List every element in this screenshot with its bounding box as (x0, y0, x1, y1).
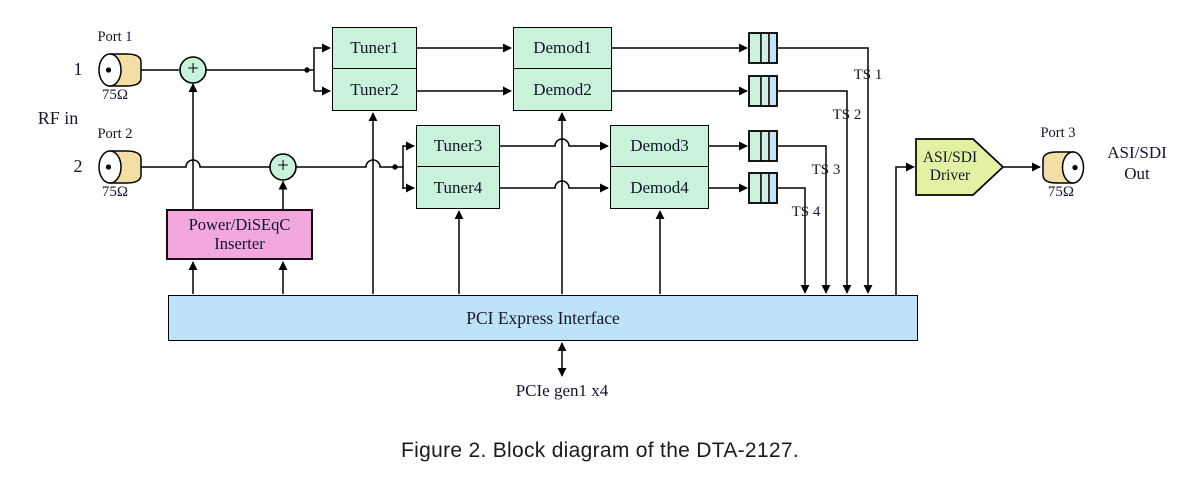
port1-number: 1 (73, 59, 83, 79)
wires-port1 (141, 43, 331, 96)
coax-connector-icon (98, 53, 142, 87)
wire-ts1 (777, 47, 873, 294)
tuner4-label: Tuner4 (433, 177, 483, 197)
pcie-bus-label: PCIe gen1 x4 (515, 381, 609, 400)
asi-out-line2: Out (1124, 164, 1150, 183)
port1-impedance: 75Ω (101, 87, 129, 103)
fifo-icon (748, 130, 778, 162)
tuner2-label: Tuner2 (350, 79, 399, 99)
port3-label: Port 3 (1040, 125, 1076, 141)
wires-row12 (417, 43, 873, 294)
port2-impedance: 75Ω (101, 184, 129, 200)
junction-dot (304, 67, 310, 73)
fifo-icon (748, 32, 778, 64)
ts2-label: TS 2 (832, 107, 862, 123)
pci-express-interface-block: PCI Express Interface (168, 295, 918, 341)
junction-dot (392, 164, 398, 170)
port3-impedance: 75Ω (1047, 184, 1075, 200)
asi-out-line1: ASI/SDI (1107, 143, 1167, 162)
tuner1-block: Tuner1 (333, 28, 416, 69)
tuner2-block: Tuner2 (333, 69, 416, 110)
plus-symbol: + (187, 56, 199, 80)
ts4-label: TS 4 (791, 204, 821, 220)
demod3-block: Demod3 (611, 126, 708, 167)
demod12-block: Demod1 Demod2 (513, 27, 612, 111)
arrow-tuner3-demod3 (500, 138, 609, 151)
demod2-label: Demod2 (533, 79, 592, 99)
port2-number: 2 (73, 156, 83, 176)
wire-pci-driver (895, 162, 915, 295)
fifo-icon (748, 75, 778, 107)
wires-control (188, 83, 1041, 377)
tuner34-block: Tuner3 Tuner4 (416, 125, 500, 209)
wire-ts2 (777, 90, 852, 294)
demod4-block: Demod4 (611, 167, 708, 208)
demod3-label: Demod3 (630, 136, 689, 155)
wire (141, 159, 270, 168)
driver-label-line2: Driver (929, 167, 971, 184)
tuner3-label: Tuner3 (433, 136, 483, 155)
asi-sdi-driver-shape (915, 138, 1005, 196)
pci-label: PCI Express Interface (466, 307, 620, 328)
rf-in-label: RF in (37, 108, 79, 128)
tuner4-block: Tuner4 (417, 167, 499, 208)
tuner12-block: Tuner1 Tuner2 (332, 27, 417, 111)
demod34-block: Demod3 Demod4 (610, 125, 709, 209)
driver-label-line1: ASI/SDI (922, 149, 978, 167)
arrow-tuner4-demod4 (500, 180, 609, 193)
asi-sdi-driver-label: ASI/SDI Driver (917, 141, 983, 193)
demod4-label: Demod4 (630, 177, 689, 197)
wire-ts4 (777, 187, 810, 294)
tuner1-label: Tuner1 (350, 38, 399, 57)
summing-junction-icon (269, 153, 297, 181)
port2-label: Port 2 (97, 126, 133, 142)
coax-connector-icon (98, 150, 142, 184)
inserter-label-line2: Inserter (214, 233, 265, 253)
wire-ts3 (777, 145, 831, 294)
asi-sdi-out-label: ASI/SDI Out (1107, 142, 1167, 184)
port1-label: Port 1 (97, 29, 133, 45)
wire-branch (296, 145, 404, 189)
demod1-block: Demod1 (514, 28, 611, 69)
fifo-icon (748, 172, 778, 204)
summing-junction-icon (179, 56, 207, 84)
demod1-label: Demod1 (533, 38, 592, 57)
demod2-block: Demod2 (514, 69, 611, 110)
plus-symbol: + (277, 153, 289, 177)
coax-connector-icon (1042, 151, 1085, 184)
tuner3-block: Tuner3 (417, 126, 499, 167)
wires-row34 (500, 138, 831, 294)
inserter-label-line1: Power/DiSEqC (188, 215, 291, 235)
ts1-label: TS 1 (853, 67, 883, 83)
figure-caption: Figure 2. Block diagram of the DTA-2127. (401, 439, 799, 462)
ts3-label: TS 3 (811, 162, 841, 178)
power-diseqc-inserter-block: Power/DiSEqC Inserter (166, 209, 313, 260)
